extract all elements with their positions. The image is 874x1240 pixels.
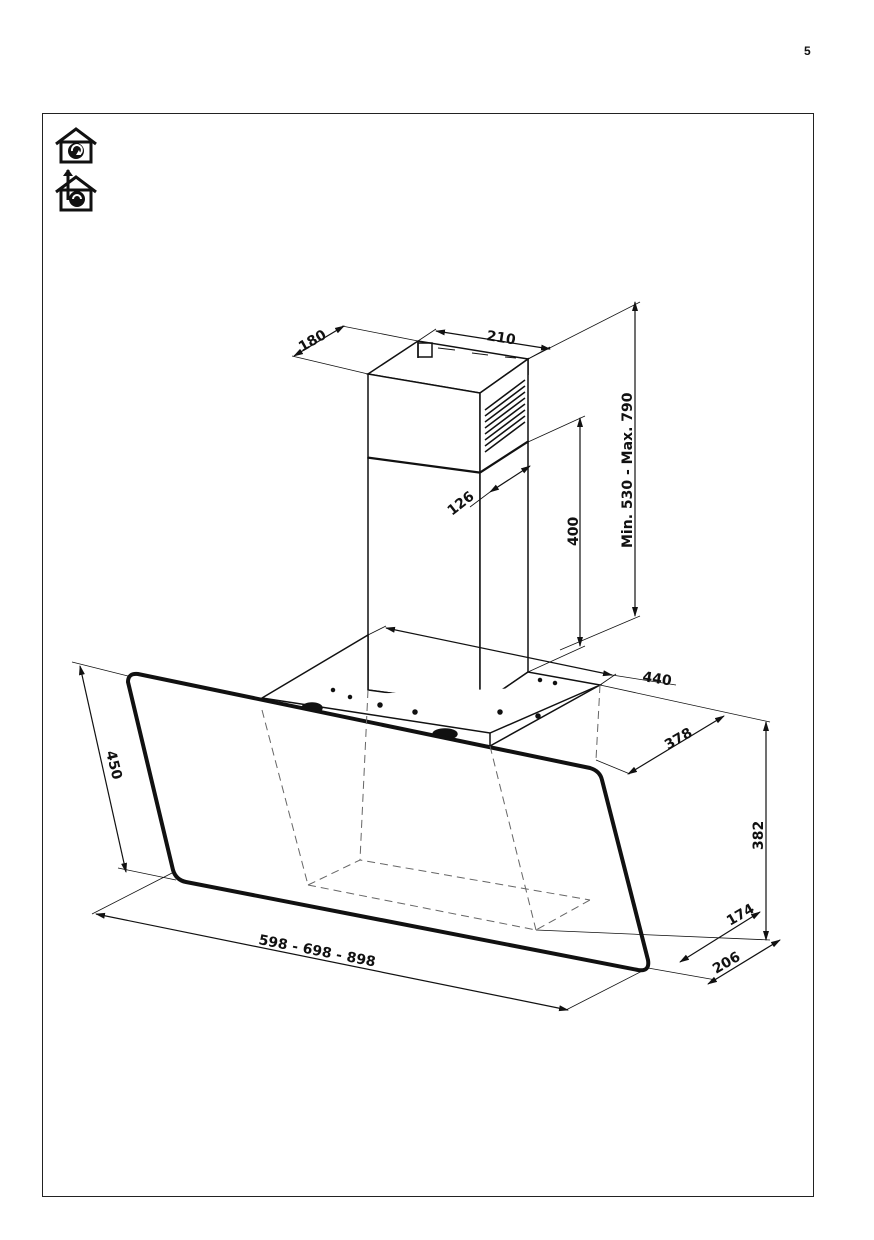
dim-hood-height: 382 (751, 821, 767, 850)
dim-front-offset: 174 (724, 901, 758, 930)
extraction-mode-icon (55, 169, 97, 212)
dim-height-range: Min. 530 - Max. 790 (620, 392, 636, 548)
dim-lower-chimney-height: 400 (566, 517, 582, 546)
dim-frame-depth: 378 (662, 725, 695, 753)
page-number: 5 (804, 44, 811, 58)
dimension-lines (71, 301, 781, 1012)
dim-glass-height: 450 (102, 749, 125, 781)
glass-panel (125, 671, 651, 973)
upper-chimney (367, 357, 529, 475)
dim-chimney-depth: 180 (296, 327, 330, 356)
dim-hood-widths: 598 - 698 - 898 (257, 932, 377, 970)
lower-chimney (367, 440, 529, 707)
figure-frame (42, 113, 814, 1197)
dim-frame-width: 440 (641, 669, 673, 689)
hidden-lines (261, 684, 601, 931)
recirculation-mode-icon (55, 127, 97, 164)
dim-chimney-width: 210 (485, 328, 517, 348)
chimney-top (365, 340, 530, 394)
